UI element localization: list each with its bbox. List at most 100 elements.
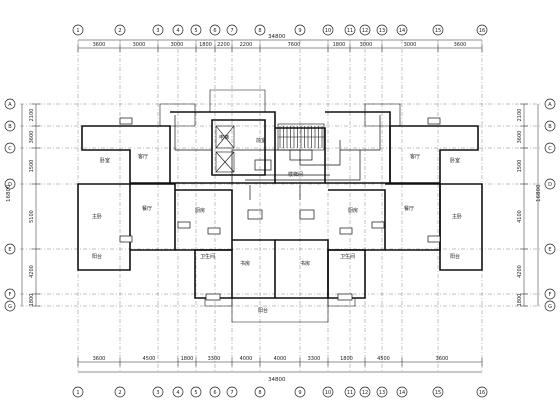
axis-bubble [544, 98, 556, 110]
dimension-text: 3600 [454, 42, 467, 48]
axis-bubble [190, 386, 202, 398]
axis-bubble-label: 6 [213, 390, 216, 396]
dimension-text: 7600 [288, 42, 301, 48]
dimension-text: 3600 [93, 356, 106, 362]
axis-bubble-label: 1 [76, 28, 79, 34]
axis-bubble-label: 1 [76, 390, 79, 396]
axis-bubble-label: F [9, 292, 12, 298]
axis-bubble-label: 3 [156, 28, 159, 34]
axis-bubble [396, 24, 408, 36]
axis-bubble-label: 8 [258, 28, 261, 34]
axis-bubble-label: 6 [213, 28, 216, 34]
axis-bubble [4, 120, 16, 132]
axis-bubble [294, 24, 306, 36]
axis-bubble-label: D [548, 182, 552, 188]
axis-bubble-label: 16 [479, 390, 485, 396]
axis-bubble [114, 386, 126, 398]
axis-bubble-label: E [8, 247, 11, 253]
axis-bubble-label: 16 [479, 28, 485, 34]
axis-bubble-label: 2 [118, 390, 121, 396]
dimension-text: 1800 [181, 356, 194, 362]
dimension-text: 2100 [517, 109, 523, 122]
axis-bubble-label: 14 [399, 390, 405, 396]
room-label: 前室 [256, 137, 266, 144]
dimension-text: 4000 [240, 356, 253, 362]
axis-bubble [344, 386, 356, 398]
axis-bubble [544, 120, 556, 132]
room-label: 阳台 [450, 253, 460, 260]
axis-bubble [209, 386, 221, 398]
axis-bubble-label: 8 [258, 390, 261, 396]
dimension-text: 1800 [340, 356, 353, 362]
axis-bubble-label: 4 [176, 390, 179, 396]
axis-bubble [226, 24, 238, 36]
room-label: 卫生间 [340, 253, 355, 260]
axis-bubble [190, 24, 202, 36]
axis-bubble [172, 386, 184, 398]
axis-bubble [172, 24, 184, 36]
elevator-shafts [215, 125, 235, 173]
axis-bubble [544, 178, 556, 190]
axis-bubble-label: D [8, 182, 12, 188]
axis-bubble [432, 386, 444, 398]
axis-bubble [4, 142, 16, 154]
overall-dimension-top: 34800 [268, 34, 286, 40]
dimension-text: 3000 [133, 42, 146, 48]
axis-bubble-label: G [548, 304, 552, 310]
axis-bubble [476, 24, 488, 36]
outlet-boxes [119, 117, 441, 301]
axis-bubble [72, 24, 84, 36]
axis-bubble [359, 24, 371, 36]
dimension-text: 1500 [29, 160, 35, 173]
wiring [174, 115, 381, 220]
dimension-text: 4500 [143, 356, 156, 362]
stair-treads [277, 123, 325, 151]
axis-bubble-label: 14 [399, 28, 405, 34]
dimension-text: 5100 [29, 210, 35, 223]
dimension-text: 1800 [29, 294, 35, 307]
axis-bubble [254, 386, 266, 398]
axis-bubble-label: 5 [194, 390, 197, 396]
dimension-text: 4000 [274, 356, 287, 362]
axis-bubble [432, 24, 444, 36]
axis-bubble [152, 24, 164, 36]
room-label: 书房 [300, 260, 310, 267]
axis-bubble [344, 24, 356, 36]
room-label: 主卧 [92, 213, 102, 220]
room-label: 卧室 [100, 157, 110, 164]
axis-bubble [476, 386, 488, 398]
axis-bubble [544, 142, 556, 154]
axis-bubble-label: 7 [230, 28, 233, 34]
room-label: 楼梯间 [288, 171, 303, 178]
axis-bubble [544, 243, 556, 255]
dimension-text: 3000 [171, 42, 184, 48]
axis-bubble-label: C [548, 146, 552, 152]
dimension-text: 3300 [308, 356, 321, 362]
axis-bubble-label: F [549, 292, 552, 298]
axis-bubble-label: A [8, 102, 12, 108]
dimension-text: 3300 [208, 356, 221, 362]
axis-bubble-label: 9 [298, 28, 301, 34]
axis-bubble [544, 300, 556, 312]
axis-bubble [322, 386, 334, 398]
room-label: 客厅 [410, 153, 420, 160]
axis-bubble-label: 7 [230, 390, 233, 396]
dimension-text: 2200 [240, 42, 253, 48]
axis-bubble-label: 10 [325, 390, 331, 396]
axis-bubble [4, 243, 16, 255]
axis-bubble [359, 386, 371, 398]
axis-bubble [544, 288, 556, 300]
axis-grid: 1122334455667788991010111112121313141415… [4, 24, 556, 398]
room-label: 阳台 [92, 253, 102, 260]
axis-bubble [376, 386, 388, 398]
axis-bubble [4, 288, 16, 300]
building-outline [77, 89, 483, 323]
axis-bubble-label: 15 [435, 28, 441, 34]
overall-dimension-right: 16800 [536, 184, 542, 202]
room-label: 阳台 [258, 307, 268, 314]
axis-bubble-label: 11 [347, 390, 353, 396]
axis-bubble-label: B [8, 124, 12, 130]
axis-bubble [376, 24, 388, 36]
room-label: 厨房 [195, 207, 205, 214]
